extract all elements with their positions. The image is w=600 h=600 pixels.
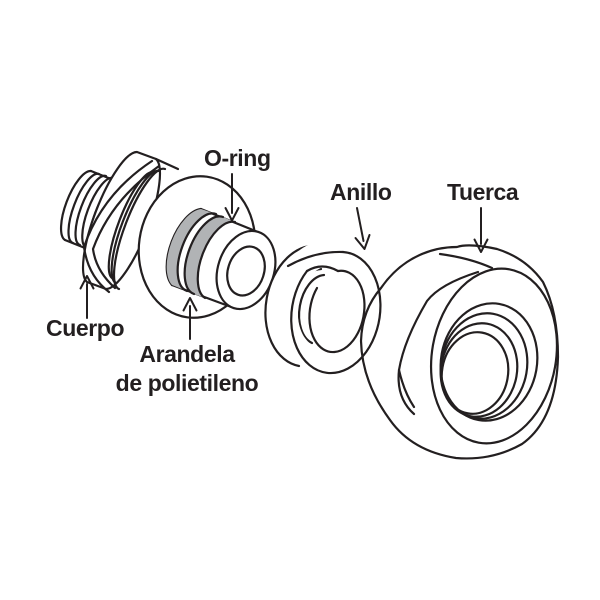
fitting-body-drawing	[59, 150, 277, 319]
nut-hex-fold-line	[397, 368, 416, 409]
hex-chamfer-line	[82, 159, 154, 294]
nut-thread-ring	[440, 331, 510, 415]
oring-band-edge	[183, 215, 225, 296]
thread-crest-arc	[74, 174, 108, 247]
tuerca-arrow	[473, 207, 489, 253]
nut-top-flat-line	[438, 252, 494, 270]
arandela-label: Arandela de polietileno	[97, 340, 277, 398]
thread-crest-arc	[81, 176, 115, 250]
cuerpo-label: Cuerpo	[46, 315, 125, 341]
oring-band-edge	[196, 220, 237, 300]
cuerpo-arrow	[79, 275, 95, 319]
tube-opening-bore	[226, 245, 266, 297]
ring-front-outer-edge	[290, 250, 382, 375]
oring-arrow	[224, 173, 240, 222]
nut-thread-ring	[439, 322, 519, 418]
ring-front-inner-edge	[308, 269, 366, 354]
ring-back-inner-arc	[297, 273, 326, 345]
ring-back-edge	[264, 244, 323, 368]
tuerca-drawing	[359, 244, 560, 460]
arandela-label-line1: Arandela	[139, 341, 235, 367]
step-collar-arc	[107, 170, 155, 280]
ring-front-fill	[273, 241, 363, 363]
anillo-label: Anillo	[330, 179, 392, 205]
arandela-band-edge	[176, 212, 218, 293]
ring-split-cut	[305, 265, 340, 273]
hex-top-edge	[154, 157, 180, 171]
oring-label: O-ring	[204, 145, 271, 171]
tuerca-label: Tuerca	[447, 179, 519, 205]
arandela-arrow	[182, 297, 198, 340]
arandela-label-line2: de polietileno	[115, 370, 259, 396]
arandela-band	[166, 209, 216, 291]
ring-split-lip	[286, 250, 345, 268]
step-collar-arc	[110, 169, 161, 285]
nut-hex-edge-line	[397, 270, 480, 416]
thread-crest-arc	[67, 172, 101, 245]
anillo-drawing	[264, 241, 382, 375]
hex-chamfer-line	[91, 164, 161, 290]
callout-arrows	[79, 173, 489, 340]
thread-end-cap-arc	[59, 169, 93, 242]
anillo-arrow	[354, 207, 371, 250]
